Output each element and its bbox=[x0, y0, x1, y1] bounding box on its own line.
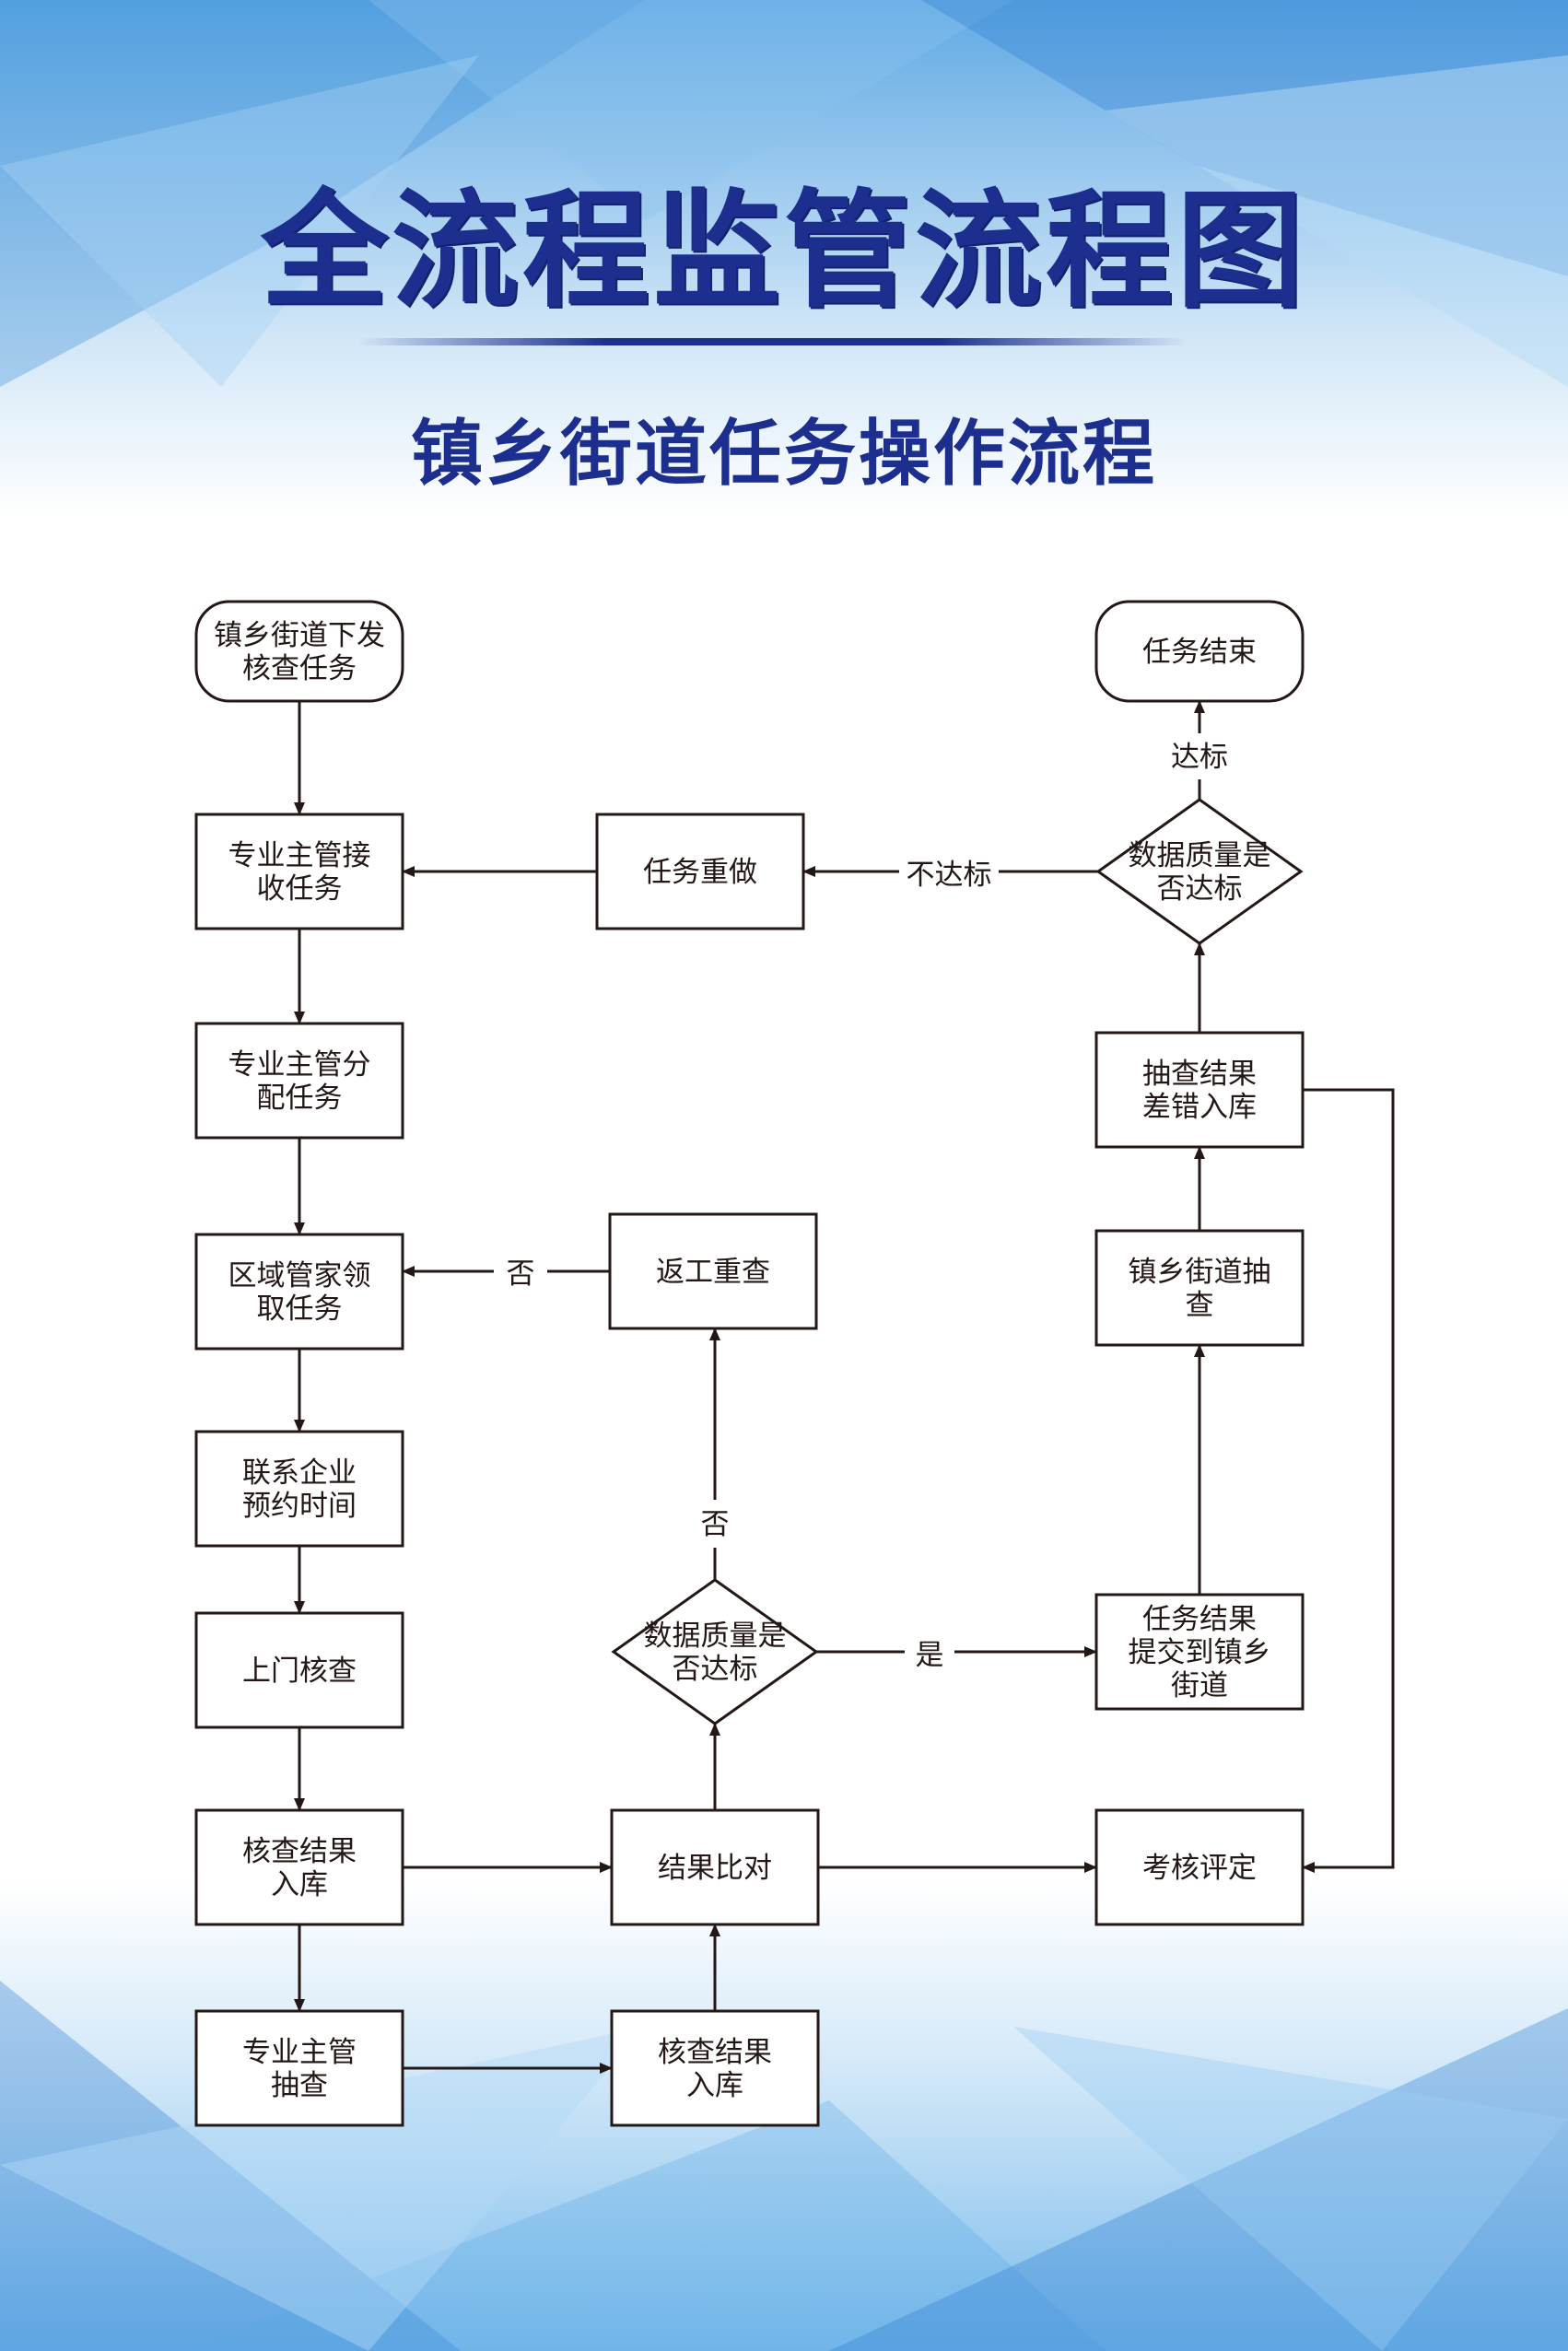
node-visit: 上门核查 bbox=[194, 1611, 404, 1729]
node-label-line: 镇乡街道抽 bbox=[1129, 1256, 1271, 1289]
label-no-quality1: 否 bbox=[701, 1508, 730, 1541]
node-rework: 返工重查 bbox=[608, 1212, 818, 1330]
node-label-line: 考核评定 bbox=[1142, 1852, 1257, 1885]
process-box bbox=[1094, 1808, 1305, 1926]
node-label-line: 联系企业 bbox=[242, 1456, 357, 1490]
process-box bbox=[194, 813, 404, 930]
node-label-line: 任务结束 bbox=[1142, 636, 1257, 669]
node-label-line: 否达标 bbox=[1157, 872, 1243, 906]
node-end: 任务结束 bbox=[1094, 600, 1305, 703]
page-title: 全流程监管流程图 bbox=[260, 177, 1307, 325]
process-box bbox=[194, 1233, 404, 1351]
node-label-line: 核查任务 bbox=[242, 652, 357, 685]
node-label-line: 任务重做 bbox=[643, 856, 757, 889]
label-no-rework: 否 bbox=[507, 1257, 535, 1291]
node-label-line: 查 bbox=[1186, 1289, 1214, 1322]
page-subtitle: 镇乡街道任务操作流程 bbox=[410, 413, 1157, 496]
node-label-line: 收任务 bbox=[257, 872, 343, 906]
node-label-line: 取任务 bbox=[257, 1292, 343, 1326]
node-evaluate: 考核评定 bbox=[1094, 1808, 1305, 1926]
node-label-line: 结果比对 bbox=[658, 1852, 772, 1885]
edge-line bbox=[1302, 1088, 1395, 1873]
node-label-line: 镇乡街道下发 bbox=[214, 619, 385, 652]
node-label-line: 提交到镇乡 bbox=[1129, 1636, 1271, 1669]
terminal-box bbox=[194, 600, 404, 703]
edge-errstore-to-evaluate bbox=[1302, 1088, 1395, 1873]
process-box bbox=[608, 1212, 818, 1330]
node-label-line: 数据质量是 bbox=[644, 1620, 787, 1653]
node-label-line: 上门核查 bbox=[242, 1655, 357, 1688]
node-label-line: 抽查 bbox=[271, 2069, 328, 2102]
process-box bbox=[194, 1022, 404, 1140]
node-label-line: 专业主管接 bbox=[228, 839, 371, 872]
node-compare: 结果比对 bbox=[610, 1808, 820, 1926]
process-box bbox=[1094, 1593, 1305, 1711]
process-box bbox=[610, 2009, 820, 2127]
node-redo: 任务重做 bbox=[595, 813, 805, 930]
label-yes: 是 bbox=[916, 1639, 944, 1672]
decision-diamond bbox=[611, 1578, 819, 1725]
process-box bbox=[194, 2009, 404, 2127]
decision-diamond bbox=[1095, 798, 1304, 945]
node-label-line: 区域管家领 bbox=[228, 1259, 371, 1292]
node-label-line: 配任务 bbox=[257, 1082, 343, 1115]
node-label-line: 抽查结果 bbox=[1142, 1058, 1257, 1091]
process-box bbox=[1094, 1229, 1305, 1347]
terminal-box bbox=[1094, 600, 1305, 703]
node-label-line: 数据质量是 bbox=[1129, 839, 1271, 872]
node-label-line: 返工重查 bbox=[656, 1256, 770, 1289]
node-label-line: 否达标 bbox=[673, 1653, 758, 1686]
node-label-line: 核查结果 bbox=[658, 2036, 772, 2069]
label-pass: 达标 bbox=[1171, 741, 1228, 774]
node-label-line: 入库 bbox=[271, 1868, 328, 1901]
process-box bbox=[610, 1808, 820, 1926]
node-label-line: 专业主管 bbox=[242, 2036, 357, 2069]
process-box bbox=[194, 1808, 404, 1926]
process-box bbox=[595, 813, 805, 930]
node-label-line: 核查结果 bbox=[242, 1835, 357, 1868]
node-label-line: 入库 bbox=[686, 2069, 743, 2102]
process-box bbox=[1094, 1031, 1305, 1149]
node-label-line: 专业主管分 bbox=[228, 1048, 371, 1082]
node-label-line: 差错入库 bbox=[1142, 1091, 1257, 1124]
node-label-line: 任务结果 bbox=[1142, 1603, 1257, 1636]
label-fail: 不达标 bbox=[907, 859, 992, 892]
node-label-line: 街道 bbox=[1171, 1669, 1228, 1702]
process-box bbox=[194, 1611, 404, 1729]
node-label-line: 预约时间 bbox=[242, 1490, 357, 1523]
title-divider bbox=[357, 338, 1187, 345]
flowchart-nodes: 镇乡街道下发核查任务专业主管接收任务专业主管分配任务区域管家领取任务联系企业预约… bbox=[194, 600, 1305, 2127]
process-box bbox=[194, 1430, 404, 1548]
flowchart-edges bbox=[294, 700, 1395, 2074]
